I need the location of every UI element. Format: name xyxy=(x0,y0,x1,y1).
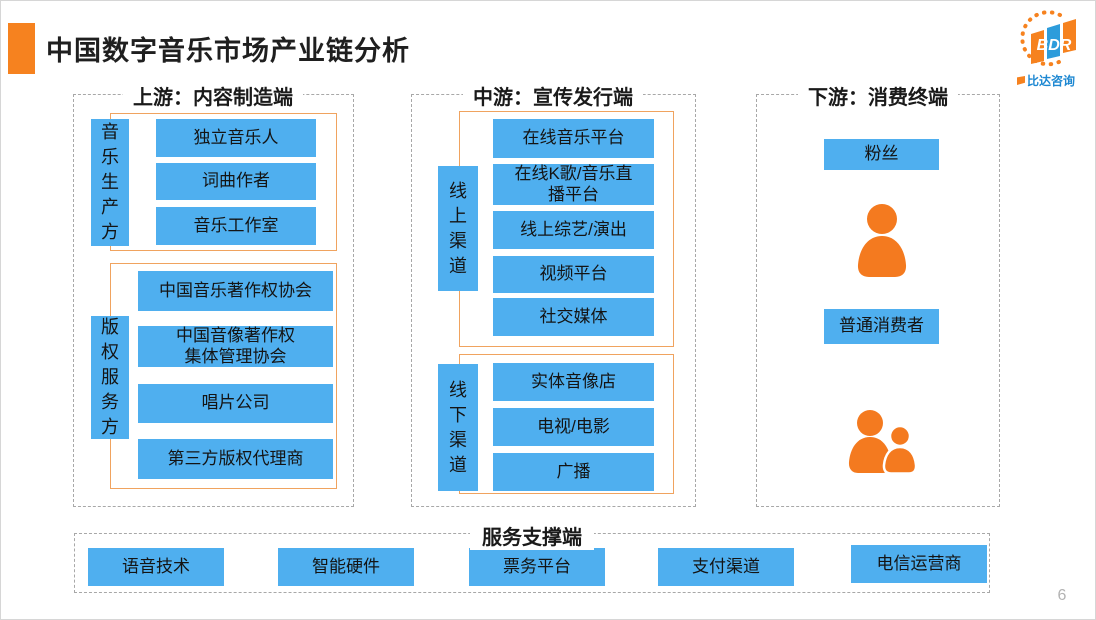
bdr-logo: BDR 比达咨询 xyxy=(1003,9,1089,89)
node-voice-technology: 语音技术 xyxy=(88,548,224,586)
node-record-companies: 唱片公司 xyxy=(138,384,333,423)
node-online-variety-shows: 线上综艺/演出 xyxy=(493,211,654,249)
logo-subtitle-label: 比达咨询 xyxy=(1026,74,1075,88)
page-number: 6 xyxy=(1057,587,1067,604)
upstream-header: 上游：内容制造端 xyxy=(123,81,303,110)
title-accent-square xyxy=(8,23,35,74)
logo-flag-icon xyxy=(1016,76,1025,85)
node-karaoke-livestream-platforms: 在线K歌/音乐直 播平台 xyxy=(493,164,654,205)
node-tv-movies: 电视/电影 xyxy=(493,408,654,446)
online-channels-label: 线上渠道 xyxy=(438,166,478,291)
node-social-media: 社交媒体 xyxy=(493,298,654,336)
offline-channels-label: 线下渠道 xyxy=(438,364,478,491)
copyright-services-label: 版权服务方 xyxy=(91,316,129,439)
node-telecom-operators: 电信运营商 xyxy=(851,545,987,583)
music-producers-label: 音乐生产方 xyxy=(91,119,129,246)
two-people-icon xyxy=(848,410,918,475)
node-online-music-platforms: 在线音乐平台 xyxy=(493,119,654,158)
node-physical-record-stores: 实体音像店 xyxy=(493,363,654,401)
node-radio: 广播 xyxy=(493,453,654,491)
midstream-header: 中游：宣传发行端 xyxy=(463,81,643,110)
node-ordinary-consumers: 普通消费者 xyxy=(824,309,939,344)
node-music-copyright-society: 中国音乐著作权协会 xyxy=(138,271,333,311)
page-title: 中国数字音乐市场产业链分析 xyxy=(46,36,410,66)
node-audio-video-copyright-assoc: 中国音像著作权 集体管理协会 xyxy=(138,326,333,367)
node-independent-musicians: 独立音乐人 xyxy=(156,119,316,157)
support-header: 服务支撑端 xyxy=(470,521,594,550)
node-payment-channels: 支付渠道 xyxy=(658,548,794,586)
logo-subtitle: 比达咨询 xyxy=(1003,72,1089,89)
downstream-header: 下游：消费终端 xyxy=(798,81,958,110)
node-video-platforms: 视频平台 xyxy=(493,256,654,293)
node-smart-hardware: 智能硬件 xyxy=(278,548,414,586)
bdr-pennants-icon: BDR xyxy=(1020,10,1076,67)
person-icon xyxy=(857,204,907,277)
node-songwriters: 词曲作者 xyxy=(156,163,316,200)
logo-text: BDR xyxy=(1037,37,1072,54)
node-music-studios: 音乐工作室 xyxy=(156,207,316,245)
node-fans: 粉丝 xyxy=(824,139,939,170)
node-third-party-copyright-agents: 第三方版权代理商 xyxy=(138,439,333,479)
node-ticketing-platforms: 票务平台 xyxy=(469,548,605,586)
